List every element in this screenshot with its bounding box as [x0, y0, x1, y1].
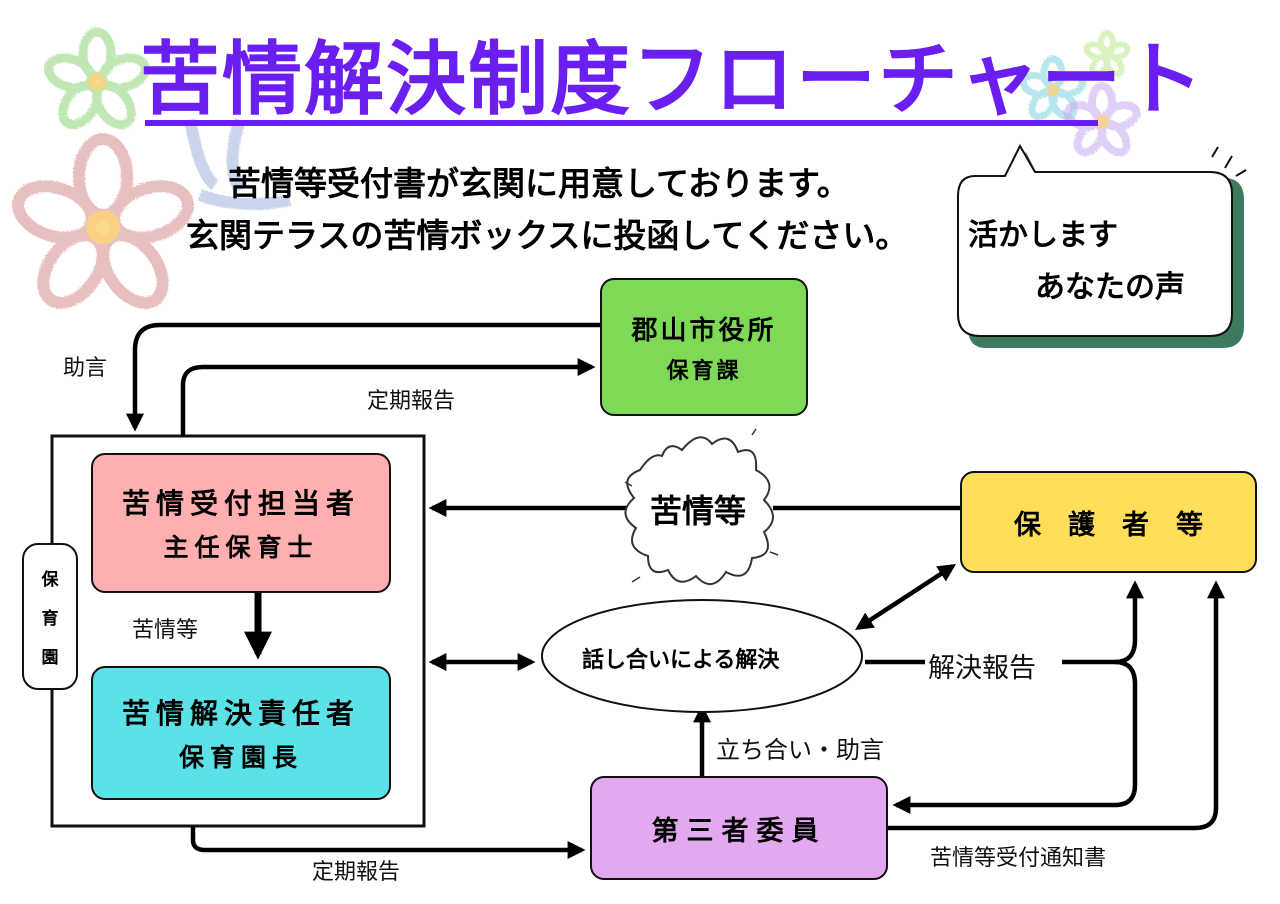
complaint-burst-label: 苦情等 — [650, 492, 747, 530]
nursery-char: 保 — [41, 570, 59, 590]
label-complaint-internal: 苦情等 — [132, 618, 199, 643]
label-receipt-notice: 苦情等受付通知書 — [930, 846, 1107, 871]
city-office-dept: 保育課 — [666, 358, 742, 384]
node-complaint-receiver: 苦情受付担当者 主任保育士 — [91, 453, 391, 593]
label-regular-report-top: 定期報告 — [367, 389, 456, 414]
resolver-role: 苦情解決責任者 — [121, 697, 360, 730]
connectors — [126, 322, 1225, 859]
node-guardians: 保 護 者 等 — [960, 471, 1257, 573]
flower-center — [88, 73, 106, 91]
label-regular-report-bottom: 定期報告 — [312, 860, 401, 885]
label-attendance-advice: 立ち合い・助言 — [716, 736, 884, 764]
edge-receipt-notice — [888, 580, 1225, 831]
flower-center — [1047, 84, 1059, 96]
label-resolution-report: 解決報告 — [928, 653, 1036, 684]
edge-resolution-to-guardians — [1062, 580, 1144, 665]
nursery-label: 保 育 園 — [22, 543, 78, 690]
label-advice: 助言 — [63, 356, 108, 381]
edge-discussion-guardians — [854, 564, 957, 630]
receiver-person: 主任保育士 — [163, 533, 319, 562]
third-party-label: 第三者委員 — [651, 815, 827, 847]
flower-decoration-blue — [184, 118, 292, 210]
nursery-char: 園 — [41, 648, 59, 668]
nursery-char: 育 — [41, 609, 59, 629]
edge-advice — [126, 322, 600, 432]
node-third-party: 第三者委員 — [590, 776, 888, 880]
discussion-label: 話し合いによる解決 — [582, 648, 780, 673]
speech-bubble — [957, 143, 1247, 348]
subtitle-line-2: 玄関テラスの苦情ボックスに投函してください。 — [186, 216, 909, 255]
node-complaint-resolver: 苦情解決責任者 保育園長 — [91, 666, 391, 800]
speech-bubble-line-1: 活かします — [968, 218, 1118, 253]
receiver-role: 苦情受付担当者 — [121, 487, 360, 520]
edge-resolution-to-third-party — [892, 659, 1138, 814]
edge-regular-report-top — [180, 358, 596, 436]
flower-center — [1095, 115, 1109, 129]
title-underline — [145, 120, 1098, 126]
discussion-ellipse — [541, 599, 863, 713]
emphasis-lines — [1211, 146, 1247, 177]
flower-decoration-lightgreen — [1083, 30, 1131, 77]
city-office-name: 郡山市役所 — [631, 315, 777, 346]
flower-center — [86, 210, 120, 244]
edge-regular-report-bottom — [190, 826, 586, 859]
complaint-burst — [624, 428, 779, 585]
page-title: 苦情解決制度フローチャート — [140, 33, 1206, 126]
resolver-person: 保育園長 — [178, 743, 303, 772]
subtitle-line-1: 苦情等受付書が玄関に用意しております。 — [228, 164, 850, 203]
node-city-office: 郡山市役所 保育課 — [600, 278, 808, 416]
guardians-label: 保 護 者 等 — [1014, 509, 1203, 541]
speech-bubble-line-2: あなたの声 — [1035, 270, 1185, 305]
